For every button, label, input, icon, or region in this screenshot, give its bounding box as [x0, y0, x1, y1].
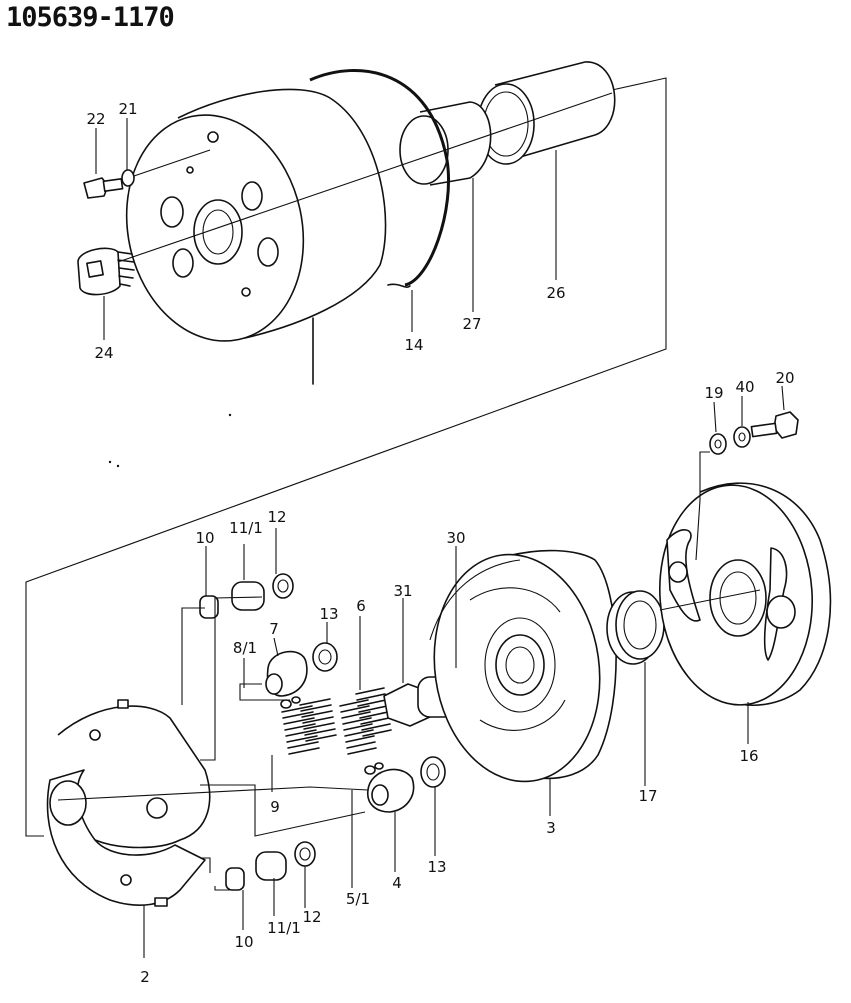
callout-13-lower: 13	[427, 858, 446, 876]
callout-10-lower: 10	[234, 933, 253, 951]
callout-27: 27	[462, 315, 481, 333]
flyweight-assembly	[46, 385, 832, 958]
callout-17: 17	[638, 787, 657, 805]
callout-11-1-upper: 11/1	[229, 519, 263, 537]
callout-30: 30	[446, 529, 465, 547]
callout-31: 31	[393, 582, 412, 600]
callout-26: 26	[546, 284, 565, 302]
callout-5-1: 5/1	[346, 890, 370, 908]
callout-8-1: 8/1	[233, 639, 257, 657]
callout-19: 19	[704, 384, 723, 402]
part-number-title: 105639-1170	[6, 2, 175, 33]
callout-labels: 22 21 24 14 27 26 19 40 20 10 11/1 12 30…	[86, 100, 794, 986]
callout-12-lower: 12	[302, 908, 321, 926]
callout-9: 9	[270, 798, 280, 816]
callout-10-upper: 10	[195, 529, 214, 547]
callout-20: 20	[775, 369, 794, 387]
callout-6: 6	[356, 597, 366, 615]
callout-16: 16	[739, 747, 758, 765]
callout-40: 40	[735, 378, 754, 396]
callout-13-upper: 13	[319, 605, 338, 623]
callout-2: 2	[140, 968, 150, 986]
callout-4: 4	[392, 874, 402, 892]
callout-14: 14	[404, 336, 423, 354]
callout-21: 21	[118, 100, 137, 118]
callout-11-1-lower: 11/1	[267, 919, 301, 937]
governor-housing-assembly	[25, 61, 667, 837]
callout-24: 24	[94, 344, 113, 362]
callout-7: 7	[269, 620, 279, 638]
callout-3: 3	[546, 819, 556, 837]
callout-12-upper: 12	[267, 508, 286, 526]
callout-22: 22	[86, 110, 105, 128]
